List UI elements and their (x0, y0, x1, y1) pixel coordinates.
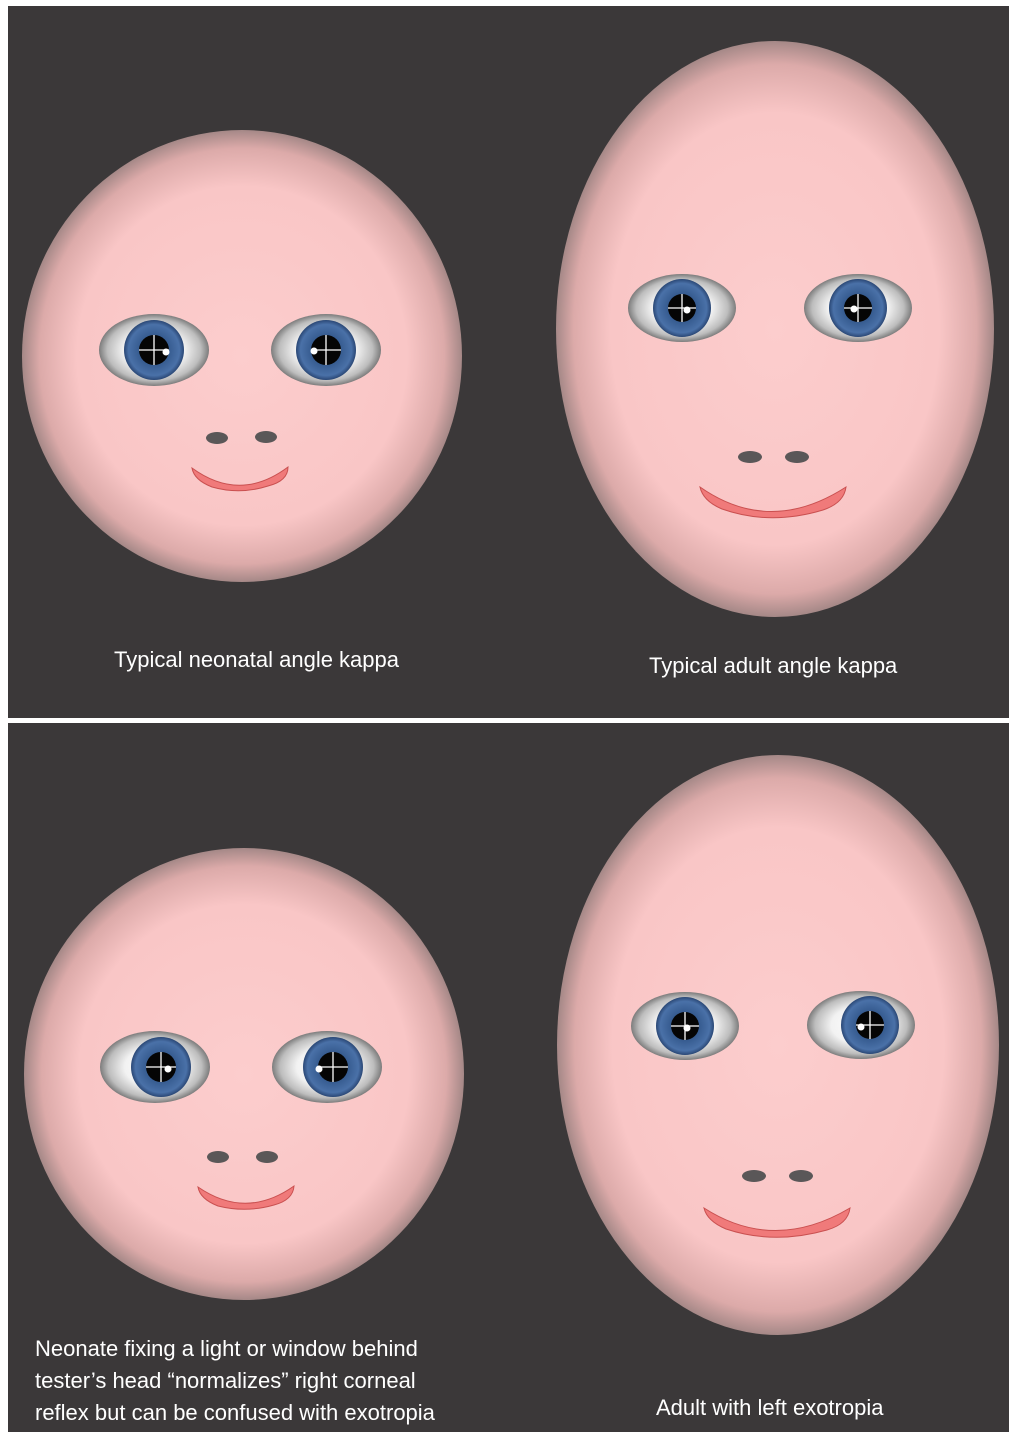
nostril (742, 1170, 766, 1182)
face-head (556, 41, 994, 617)
corneal-reflex (684, 307, 691, 314)
corneal-reflex (684, 1025, 691, 1032)
right-eye (631, 992, 739, 1060)
caption-neonatal-typical: Typical neonatal angle kappa (114, 644, 399, 676)
panel-top: Typical neonatal angle kappa Typical adu… (8, 6, 1009, 718)
panel-bottom: Neonate fixing a light or window behind … (8, 723, 1009, 1432)
caption-adult-typical: Typical adult angle kappa (649, 650, 897, 682)
caption-adult-exotropia: Adult with left exotropia (656, 1392, 883, 1424)
left-eye (804, 274, 912, 342)
corneal-reflex (851, 306, 858, 313)
adult-face-typical (8, 6, 1009, 718)
nostril (785, 451, 809, 463)
nostril (738, 451, 762, 463)
right-eye (628, 274, 736, 342)
caption-neonatal-fixing-light: Neonate fixing a light or window behind … (35, 1333, 435, 1429)
adult-face-left-exotropia (8, 723, 1009, 1432)
face-head (557, 755, 999, 1335)
corneal-reflex (858, 1024, 865, 1031)
left-eye (807, 991, 915, 1059)
nostril (789, 1170, 813, 1182)
